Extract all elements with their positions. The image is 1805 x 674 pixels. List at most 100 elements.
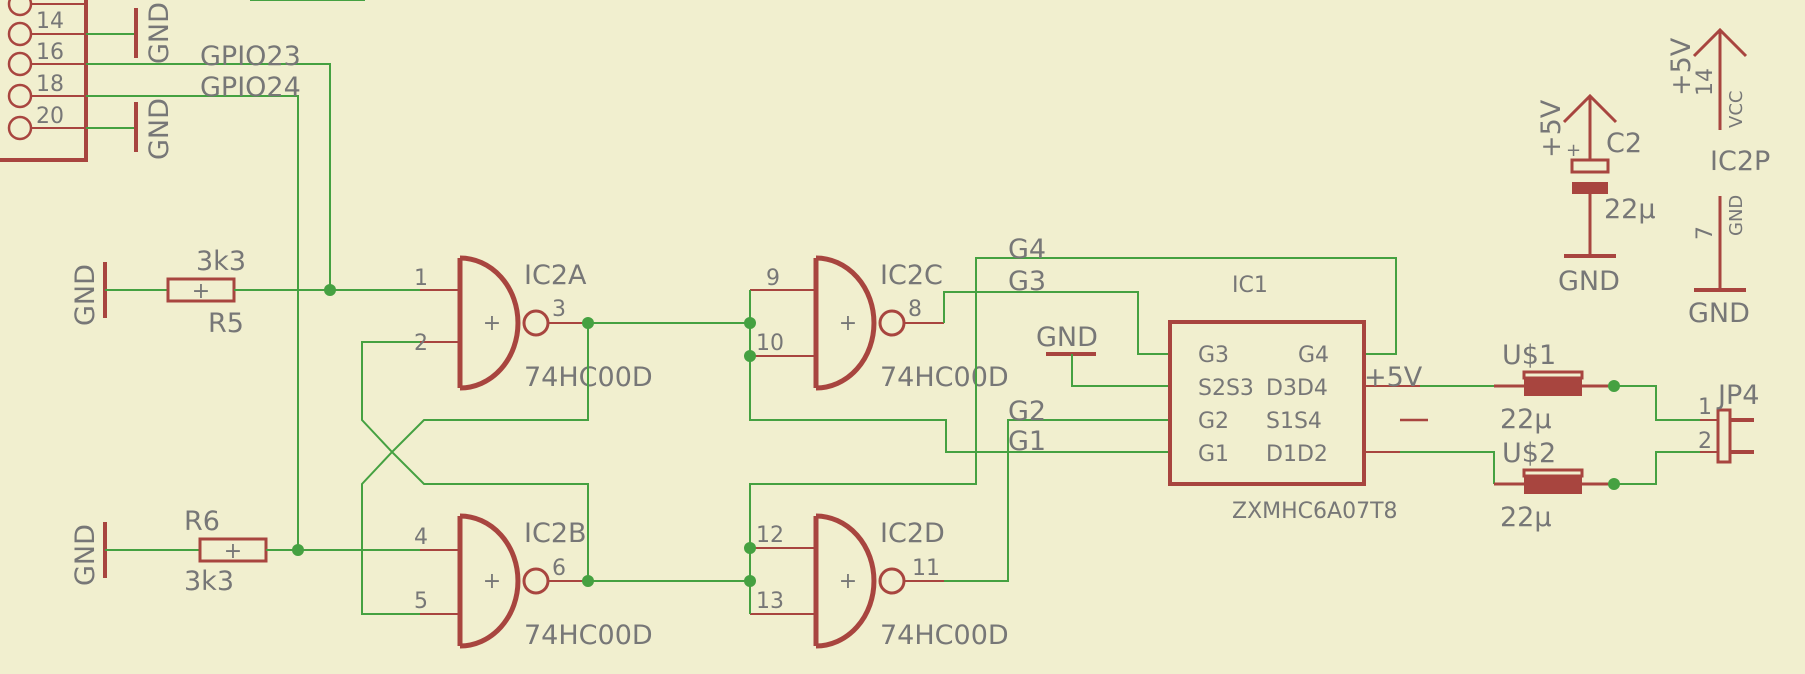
ic1-gnd-symbol: GND: [1036, 322, 1170, 387]
gnd-label: GND: [144, 2, 175, 64]
jp4-pin-2: 2: [1698, 429, 1712, 454]
pin-2: 2: [414, 331, 428, 356]
gnd-label: GND: [1036, 322, 1098, 353]
pin-8: 8: [908, 297, 922, 322]
header-gnd-2: GND: [86, 98, 175, 160]
junction-dot: [1608, 380, 1620, 392]
header-gnd-1: GND: [86, 2, 175, 64]
capacitor-u2: U$2 22µ: [1494, 438, 1614, 533]
header-pad: [7, 51, 33, 77]
ic1-name: IC1: [1232, 273, 1268, 298]
header-pin-16: 16: [36, 40, 64, 65]
gate-part: 74HC00D: [880, 620, 1009, 651]
ic1-pin-d1d2: D1D2: [1266, 442, 1328, 467]
svg-text:+: +: [483, 569, 501, 594]
r5-name: R5: [208, 308, 244, 339]
resistor-body-mark: +: [224, 539, 242, 564]
gate-name: IC2B: [524, 518, 587, 549]
resistor-body-mark: +: [192, 279, 210, 304]
ic2p-gnd-pin: 7: [1693, 226, 1718, 240]
junction-dot: [1608, 478, 1620, 490]
r6-gnd-label: GND: [70, 524, 101, 586]
svg-text:+: +: [839, 569, 857, 594]
pin-11: 11: [912, 556, 940, 581]
ic1-supply-label: +5V: [1364, 362, 1423, 393]
header-pad: [7, 83, 33, 109]
gate-part: 74HC00D: [880, 362, 1009, 393]
ic1-part: ZXMHC6A07T8: [1232, 499, 1398, 524]
pin-5: 5: [414, 589, 428, 614]
ic2p-name: IC2P: [1710, 146, 1770, 177]
ic1-pin-d3d4: D3D4: [1266, 376, 1328, 401]
gate-name: IC2D: [880, 518, 945, 549]
nand-gate-ic2c: + 9 10 8 IC2C 74HC00D: [750, 255, 1009, 393]
junction-dot: [582, 575, 594, 587]
u1-name: U$1: [1502, 340, 1556, 371]
r5-gnd-label: GND: [70, 264, 101, 326]
c2-value: 22µ: [1604, 194, 1656, 225]
c2-supply-label: +5V: [1536, 99, 1567, 158]
jp4-name: JP4: [1716, 380, 1759, 411]
ic1-pin-s2s3: S2S3: [1198, 376, 1254, 401]
gnd-label: GND: [144, 98, 175, 160]
ic1-mosfet: IC1 ZXMHC6A07T8 G3 S2S3 G2 G1 G4 D3D4 S1…: [1168, 273, 1428, 524]
junction-dot: [744, 350, 756, 362]
c2-gnd-label: GND: [1558, 266, 1620, 297]
net-label-g2: G2: [1008, 396, 1046, 427]
ic2p-supply-label: +5V: [1666, 37, 1697, 96]
net-label-g4: G4: [1008, 234, 1046, 265]
ic1-pin-g4: G4: [1298, 343, 1329, 368]
ic2p-gnd-pin-label: GND: [1726, 195, 1747, 236]
net-label-g1: G1: [1008, 426, 1046, 457]
pin-4: 4: [414, 525, 428, 550]
ic2p-vcc-pin: 14: [1693, 68, 1718, 96]
gpio24-label: GPIO24: [200, 72, 301, 103]
nand-gate-ic2d: + 12 13 11 IC2D 74HC00D: [750, 513, 1009, 651]
pin-3: 3: [552, 297, 566, 322]
r6-value: 3k3: [184, 566, 234, 597]
junction-dot: [744, 317, 756, 329]
header-pin-18: 18: [36, 72, 64, 97]
pin-6: 6: [552, 556, 566, 581]
net-label-g3: G3: [1008, 266, 1046, 297]
gpio23-label: GPIO23: [200, 41, 301, 72]
ic2p-power: +5V 14 VCC IC2P 7 GND GND: [1666, 27, 1770, 329]
svg-text:+: +: [483, 311, 501, 336]
junction-dot: [744, 542, 756, 554]
capacitor-c2: +5V + C2 22µ GND: [1536, 93, 1656, 297]
ic1-pin-s1s4: S1S4: [1266, 409, 1322, 434]
pin-12: 12: [756, 523, 784, 548]
jp4-pin-1: 1: [1698, 395, 1712, 420]
header-pad: [7, 21, 33, 47]
resistor-r5: + GND 3k3 R5: [70, 246, 420, 339]
header-pin-20: 20: [36, 104, 64, 129]
c2-name: C2: [1606, 128, 1642, 159]
u1-value: 22µ: [1500, 404, 1552, 435]
pin-header: 14 16 18 20: [0, 0, 88, 162]
r6-name: R6: [184, 506, 220, 537]
ic1-pin-g1: G1: [1198, 442, 1229, 467]
junction-dot: [582, 317, 594, 329]
u2-name: U$2: [1502, 438, 1556, 469]
ic2p-vcc-label: VCC: [1726, 91, 1747, 128]
gate-part: 74HC00D: [524, 620, 653, 651]
junction-dot: [744, 575, 756, 587]
junction-dot: [292, 544, 304, 556]
connector-jp4: JP4 1 2: [1698, 380, 1759, 464]
r5-value: 3k3: [196, 246, 246, 277]
pin-13: 13: [756, 589, 784, 614]
u2-value: 22µ: [1500, 502, 1552, 533]
nand-gate-ic2b: + 4 5 6 IC2B 74HC00D: [414, 513, 653, 651]
ic1-pin-g2: G2: [1198, 409, 1229, 434]
svg-text:+: +: [839, 311, 857, 336]
nand-gate-ic2a: + 1 2 3 IC2A 74HC00D: [414, 255, 653, 393]
capacitor-u1: U$1 22µ: [1494, 340, 1614, 435]
gate-name: IC2A: [524, 260, 587, 291]
junction-dot: [324, 284, 336, 296]
gate-name: IC2C: [880, 260, 943, 291]
ic2p-gnd-label: GND: [1688, 298, 1750, 329]
pin-9: 9: [766, 266, 780, 291]
pin-10: 10: [756, 331, 784, 356]
pin-1: 1: [414, 266, 428, 291]
